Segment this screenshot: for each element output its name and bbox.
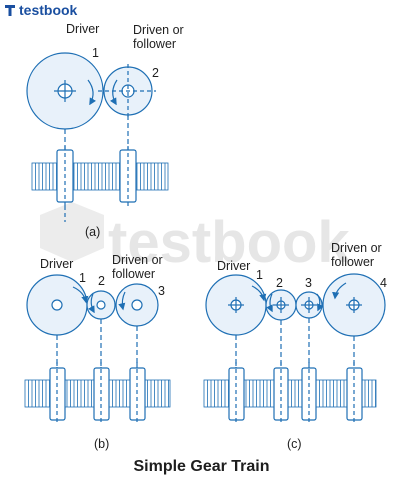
rotation-arrow-b2 bbox=[88, 293, 95, 314]
gear-number-b1: 1 bbox=[79, 271, 86, 285]
label-c-driven-line2: follower bbox=[331, 255, 374, 269]
testbook-logo-icon bbox=[5, 5, 15, 16]
label-a-driven-line2: follower bbox=[133, 37, 176, 51]
gear-strip-a bbox=[31, 162, 169, 191]
rotation-arrow-b1 bbox=[72, 286, 89, 304]
gear-number-a1: 1 bbox=[92, 46, 99, 60]
labels-c: Driver Driven or follower 1 2 3 4 (c) bbox=[217, 241, 387, 451]
diagram-a bbox=[26, 52, 169, 222]
rotation-arrow-b3 bbox=[118, 291, 126, 311]
gear-number-b2: 2 bbox=[98, 274, 105, 288]
caption-a: (a) bbox=[85, 225, 100, 239]
label-c-driven-line1: Driven or bbox=[331, 241, 382, 255]
label-a-driven-line1: Driven or bbox=[133, 23, 184, 37]
rotation-arrow-a1 bbox=[87, 79, 97, 106]
gear-number-c2: 2 bbox=[276, 276, 283, 290]
brand-name: testbook bbox=[19, 2, 78, 18]
rotation-arrow-a2 bbox=[109, 79, 118, 106]
watermark-text: testbook bbox=[108, 210, 350, 275]
label-b-driver: Driver bbox=[40, 257, 73, 271]
caption-b: (b) bbox=[94, 437, 109, 451]
label-b-driven-line1: Driven or bbox=[112, 253, 163, 267]
gear-number-c1: 1 bbox=[256, 268, 263, 282]
rotation-arrow-c1 bbox=[251, 285, 267, 302]
testbook-logo: testbook bbox=[4, 2, 77, 18]
diagram-b bbox=[24, 274, 171, 425]
rotation-arrow-c2 bbox=[266, 293, 273, 313]
label-c-driver: Driver bbox=[217, 259, 250, 273]
label-b-driven-line2: follower bbox=[112, 267, 155, 281]
watermark: testbook bbox=[40, 202, 350, 275]
labels-a: Driver Driven or follower 1 2 (a) bbox=[66, 22, 184, 239]
watermark-logo-icon bbox=[40, 202, 104, 262]
diagram-title: Simple Gear Train bbox=[133, 458, 270, 475]
gear-number-c4: 4 bbox=[380, 276, 387, 290]
label-a-driver: Driver bbox=[66, 22, 99, 36]
caption-c: (c) bbox=[287, 437, 302, 451]
diagram-c bbox=[203, 273, 386, 425]
gear-number-b3: 3 bbox=[158, 284, 165, 298]
gear-number-a2: 2 bbox=[152, 66, 159, 80]
rotation-arrow-c3 bbox=[316, 293, 324, 312]
labels-b: Driver Driven or follower 1 2 3 (b) bbox=[40, 253, 165, 451]
rotation-arrow-c4 bbox=[332, 282, 347, 300]
gear-number-c3: 3 bbox=[305, 276, 312, 290]
